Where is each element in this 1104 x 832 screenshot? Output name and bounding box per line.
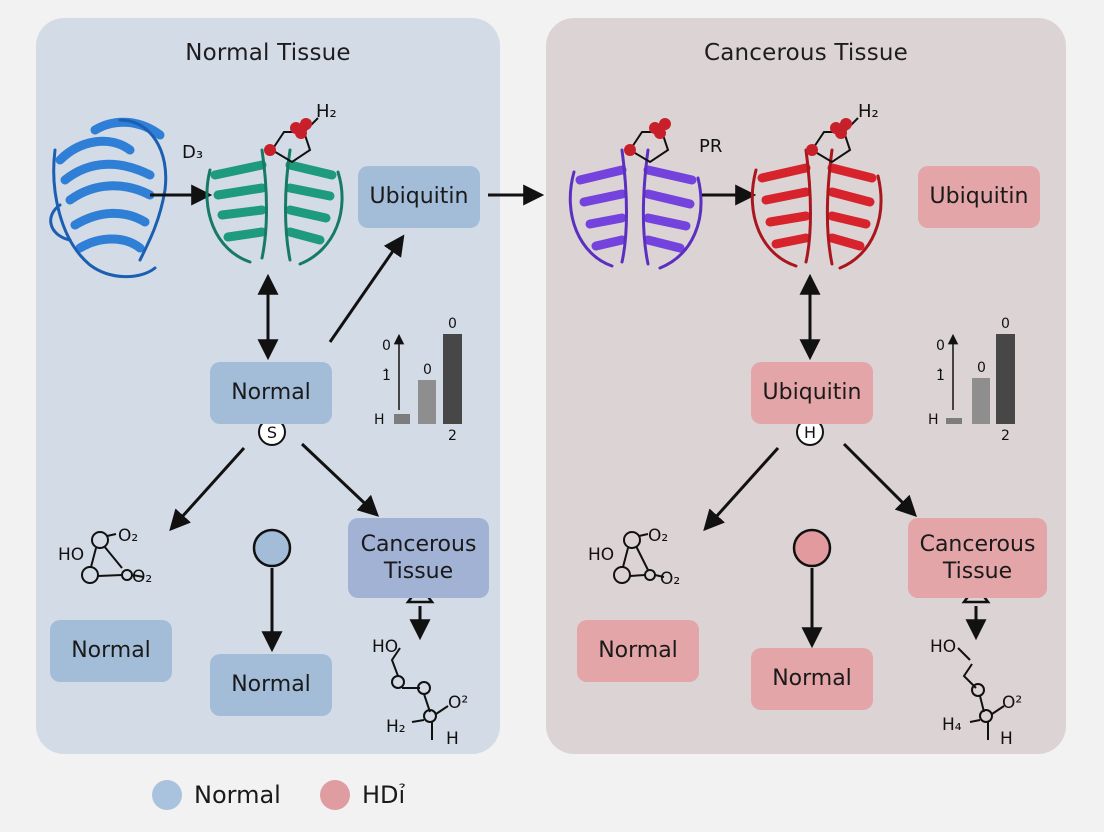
mini-chart-label: 0 bbox=[423, 362, 432, 378]
mini-chart-label: 0 bbox=[977, 360, 986, 376]
box-line: Tissue bbox=[383, 559, 454, 584]
molecule-label: HO bbox=[58, 545, 84, 565]
panel-title-cancerous: Cancerous Tissue bbox=[703, 40, 909, 66]
ligand-molecule-icon bbox=[264, 117, 319, 164]
ligand-molecule-icon bbox=[806, 117, 859, 164]
mini-chart-label: H bbox=[374, 412, 385, 428]
molecule-label: HO bbox=[930, 637, 956, 657]
h2-label-left: H₂ bbox=[316, 101, 337, 122]
molecule-right-icon bbox=[957, 647, 1005, 740]
molecule-label: O₂ bbox=[118, 526, 138, 546]
mini-bar-chart bbox=[946, 333, 1015, 424]
mini-chart-label: 1̀ bbox=[382, 368, 391, 384]
arrow-icon bbox=[328, 234, 405, 343]
protein-purple-icon bbox=[568, 148, 703, 270]
mini-chart-label: 2 bbox=[1001, 428, 1010, 444]
legend-item-normal: Normal bbox=[152, 778, 281, 812]
mini-chart-label: 0 bbox=[382, 338, 391, 354]
normal-box-bottom-mid-right[interactable]: Normal bbox=[751, 648, 873, 710]
h2-label-right: H₂ bbox=[858, 101, 879, 122]
molecule-label: O² bbox=[1002, 693, 1022, 713]
molecule-label: HO bbox=[372, 637, 398, 657]
mini-bar-chart bbox=[393, 333, 462, 424]
mini-chart-label: H bbox=[928, 412, 939, 428]
normal-box-bottom-left[interactable]: Normal bbox=[50, 620, 172, 682]
center-badge-right: H bbox=[804, 423, 816, 442]
circle-node-icon bbox=[252, 528, 292, 568]
molecule-label: O² bbox=[448, 693, 468, 713]
arrow-icon bbox=[300, 442, 380, 517]
box-line: Cancerous bbox=[919, 531, 1036, 557]
molecule-label: H bbox=[446, 729, 459, 749]
arrow-icon bbox=[842, 442, 917, 517]
legend-dot-icon bbox=[320, 780, 350, 810]
molecule-left-icon bbox=[81, 531, 145, 584]
molecule-label: O₂ bbox=[132, 567, 152, 587]
protein-label-d3: D₃ bbox=[182, 142, 203, 163]
molecule-label: O₂ bbox=[648, 526, 668, 546]
panel-title-normal: Normal Tissue bbox=[185, 40, 351, 66]
ligand-molecule-icon bbox=[624, 118, 671, 164]
protein-teal-icon bbox=[205, 148, 344, 266]
molecule-label: H bbox=[1000, 729, 1013, 749]
mini-chart-label: 0 bbox=[936, 338, 945, 354]
mini-chart-label: 0 bbox=[448, 316, 457, 332]
protein-red-icon bbox=[750, 148, 883, 270]
cancerous-tissue-box-right[interactable]: Cancerous Tissue bbox=[908, 518, 1047, 598]
box-line: Tissue bbox=[942, 559, 1013, 584]
legend-item-hdi: HDı̉ bbox=[320, 778, 405, 812]
mini-chart-label: 1̀ bbox=[936, 368, 945, 384]
cancerous-tissue-box-left[interactable]: Cancerous Tissue bbox=[348, 518, 489, 598]
ubiquitin-box-right[interactable]: Ubiquitin bbox=[918, 166, 1040, 228]
mini-chart-label: 0 bbox=[1001, 316, 1010, 332]
molecule-label: O₂ bbox=[660, 569, 680, 589]
legend-label: HDı̉ bbox=[362, 781, 406, 809]
molecule-label: H₂ bbox=[386, 717, 406, 737]
normal-box-bottom-mid[interactable]: Normal bbox=[210, 654, 332, 716]
molecule-left-icon bbox=[613, 531, 665, 584]
center-badge-left: S bbox=[267, 423, 277, 442]
normal-box-bottom-left-right[interactable]: Normal bbox=[577, 620, 699, 682]
protein-blue-icon bbox=[49, 117, 168, 279]
pr-label: PR bbox=[699, 136, 722, 157]
arrow-icon bbox=[703, 446, 780, 532]
molecule-right-icon bbox=[390, 647, 449, 740]
mini-chart-label: 2 bbox=[448, 428, 457, 444]
molecule-label: H₄ bbox=[942, 715, 962, 735]
arrow-icon bbox=[169, 446, 246, 532]
ubiquitin-center-box[interactable]: Ubiquitin bbox=[751, 362, 873, 424]
box-line: Cancerous bbox=[360, 531, 477, 557]
circle-node-icon bbox=[792, 528, 832, 568]
normal-center-box[interactable]: Normal bbox=[210, 362, 332, 424]
ubiquitin-box-left[interactable]: Ubiquitin bbox=[358, 166, 480, 228]
legend-dot-icon bbox=[152, 780, 182, 810]
molecule-label: HO bbox=[588, 545, 614, 565]
legend-label: Normal bbox=[194, 781, 281, 809]
